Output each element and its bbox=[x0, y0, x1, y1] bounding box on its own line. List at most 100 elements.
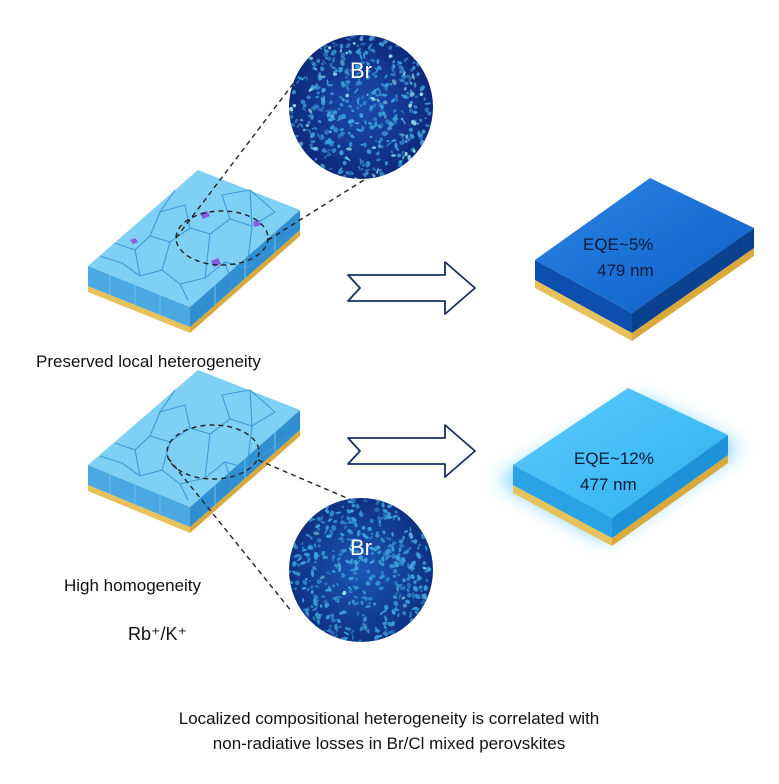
br-map-speckle bbox=[312, 63, 316, 66]
br-map-speckle bbox=[421, 533, 424, 536]
br-map-speckle bbox=[379, 122, 384, 129]
br-map-speckle bbox=[352, 634, 354, 641]
br-map-speckle bbox=[346, 516, 350, 521]
br-map-speckle bbox=[365, 69, 371, 73]
br-map-speckle bbox=[364, 171, 369, 176]
br-map-speckle bbox=[321, 88, 327, 93]
top-result-eqe: EQE~5% bbox=[583, 235, 653, 254]
br-map-speckle bbox=[337, 107, 341, 111]
br-map-speckle bbox=[346, 157, 351, 162]
br-map-speckle bbox=[407, 582, 411, 589]
br-map-speckle bbox=[387, 504, 392, 509]
br-map-speckle bbox=[392, 64, 396, 68]
br-map-speckle bbox=[367, 43, 373, 50]
br-map-speckle bbox=[398, 593, 402, 600]
br-map-speckle bbox=[382, 39, 388, 45]
br-map-speckle bbox=[340, 536, 343, 539]
br-map-speckle bbox=[427, 111, 432, 116]
top-zoom-line-right bbox=[267, 144, 421, 241]
br-map-speckle bbox=[317, 544, 321, 548]
br-map-speckle bbox=[309, 579, 311, 582]
top-film-substrate-left bbox=[88, 286, 190, 333]
br-map-speckle bbox=[370, 551, 375, 556]
br-map-speckle bbox=[368, 48, 373, 52]
br-map-speckle bbox=[347, 521, 353, 524]
br-map-speckle bbox=[355, 49, 362, 55]
br-map-speckle bbox=[362, 623, 368, 630]
br-map-speckle bbox=[306, 95, 311, 100]
br-map-speckle bbox=[340, 515, 344, 519]
br-map-speckle bbox=[335, 511, 342, 514]
br-map-speckle bbox=[406, 592, 412, 598]
br-map-speckle bbox=[312, 616, 316, 621]
br-map-speckle bbox=[421, 129, 426, 133]
br-map-speckle bbox=[346, 538, 353, 541]
br-map-speckle bbox=[324, 582, 328, 586]
br-map-speckle bbox=[389, 629, 395, 636]
br-map-speckle bbox=[385, 629, 388, 632]
bottom-br-map-label: Br bbox=[350, 535, 372, 560]
top-zoom-line-left bbox=[175, 71, 303, 239]
br-map-speckle bbox=[377, 534, 380, 538]
br-map-speckle bbox=[335, 566, 339, 569]
br-map-speckle bbox=[383, 604, 389, 611]
br-map-speckle bbox=[321, 148, 327, 153]
br-map-speckle bbox=[334, 70, 339, 73]
bottom-film-substrate-right bbox=[190, 430, 300, 533]
br-map-speckle bbox=[388, 537, 392, 541]
br-map-speckle bbox=[378, 42, 385, 47]
br-map-speckle bbox=[354, 122, 360, 125]
br-map-speckle bbox=[317, 523, 321, 528]
br-map-speckle bbox=[393, 109, 397, 113]
br-map-speckle bbox=[391, 139, 397, 142]
br-map-speckle bbox=[380, 555, 385, 562]
br-map-speckle bbox=[419, 118, 423, 122]
br-map-speckle bbox=[376, 58, 380, 65]
br-map-speckle bbox=[398, 547, 402, 553]
br-map-speckle bbox=[332, 110, 338, 115]
br-map-speckle bbox=[405, 599, 411, 604]
br-map-speckle bbox=[350, 629, 354, 635]
br-map-speckle bbox=[317, 75, 321, 79]
br-map-speckle bbox=[367, 526, 373, 532]
br-map-speckle bbox=[337, 114, 343, 120]
br-map-speckle bbox=[357, 96, 361, 100]
br-map-speckle bbox=[419, 92, 424, 97]
br-map-speckle bbox=[378, 520, 382, 523]
br-map-speckle bbox=[395, 591, 398, 596]
br-map-speckle bbox=[345, 81, 350, 86]
br-map-speckle bbox=[392, 595, 397, 599]
hollow-arrow-right-icon bbox=[347, 424, 476, 478]
bottom-br-map: Br bbox=[289, 498, 433, 642]
br-map-speckle bbox=[293, 554, 300, 558]
br-map-speckle bbox=[364, 120, 367, 125]
br-map-speckle bbox=[364, 169, 370, 172]
br-map-speckle bbox=[356, 106, 360, 110]
br-map-speckle bbox=[317, 620, 321, 625]
br-map-speckle bbox=[294, 562, 298, 565]
br-map-speckle bbox=[308, 108, 313, 114]
br-map-speckle bbox=[377, 168, 382, 172]
br-map-speckle bbox=[413, 567, 416, 570]
br-map-speckle bbox=[396, 153, 402, 158]
br-map-speckle bbox=[371, 146, 377, 149]
br-map-speckle bbox=[347, 131, 351, 135]
br-map-speckle bbox=[373, 90, 377, 95]
br-map-speckle bbox=[392, 60, 395, 64]
br-map-speckle bbox=[362, 52, 366, 59]
br-map-speckle bbox=[303, 103, 307, 108]
br-map-speckle bbox=[380, 105, 384, 109]
br-map-speckle bbox=[329, 510, 335, 517]
br-map-speckle bbox=[408, 127, 414, 133]
br-map-speckle bbox=[325, 629, 332, 633]
br-map-speckle bbox=[312, 607, 318, 612]
br-map-speckle bbox=[362, 590, 367, 595]
br-map-speckle bbox=[317, 613, 323, 617]
br-map-speckle bbox=[420, 600, 426, 605]
br-map-speckle bbox=[389, 82, 393, 86]
br-map-speckle bbox=[396, 147, 399, 151]
br-map-speckle bbox=[296, 79, 300, 84]
top-film-side-left bbox=[88, 266, 190, 327]
br-map-speckle bbox=[326, 56, 332, 61]
